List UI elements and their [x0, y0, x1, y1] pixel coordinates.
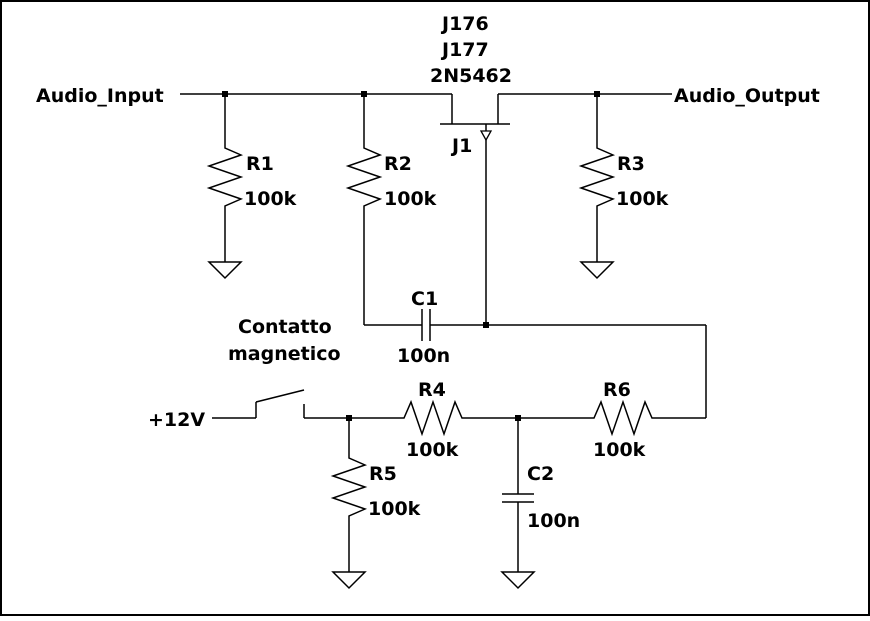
- jfet-part-label: 2N5462: [430, 65, 512, 87]
- junction-node: [483, 322, 489, 328]
- supply-label: +12V: [148, 409, 205, 431]
- ground-icon: [500, 571, 536, 590]
- jfet-part-label: J176: [440, 13, 489, 35]
- output-wire: [497, 93, 672, 115]
- output-label: Audio_Output: [674, 85, 820, 107]
- r6-ref: R6: [603, 379, 631, 401]
- switch-label-line2: magnetico: [228, 343, 341, 365]
- c1-value: 100n: [397, 345, 450, 367]
- ground-icon: [331, 571, 367, 590]
- input-label: Audio_Input: [36, 85, 164, 107]
- resistor-zigzag-icon: [400, 399, 590, 437]
- capacitor-icon: [502, 418, 534, 572]
- resistor-zigzag-icon: [206, 94, 244, 262]
- r1-value: 100k: [244, 188, 297, 210]
- r3-value: 100k: [616, 188, 669, 210]
- r5-ref: R5: [369, 463, 397, 485]
- r1-ref: R1: [246, 153, 274, 175]
- r2-value: 100k: [384, 188, 437, 210]
- jfet-icon: [440, 115, 510, 325]
- r5-value: 100k: [368, 498, 421, 520]
- switch-label-line1: Contatto: [238, 316, 332, 338]
- capacitor-icon: [421, 309, 706, 341]
- r3-ref: R3: [617, 153, 645, 175]
- resistor-zigzag-icon: [330, 418, 368, 572]
- r4-ref: R4: [418, 379, 446, 401]
- input-wire: [180, 93, 453, 115]
- ground-icon: [207, 261, 243, 280]
- switch-icon: [255, 389, 305, 418]
- resistor-zigzag-icon: [578, 94, 616, 262]
- resistor-zigzag-icon: [345, 94, 422, 326]
- jfet-part-label: J177: [440, 39, 489, 61]
- jfet-ref-label: J1: [450, 135, 472, 157]
- ground-icon: [579, 261, 615, 280]
- r2-ref: R2: [384, 153, 412, 175]
- r4-value: 100k: [406, 439, 459, 461]
- c1-ref: C1: [411, 288, 438, 310]
- resistor-zigzag-icon: [590, 399, 658, 437]
- c2-ref: C2: [527, 463, 554, 485]
- r6-value: 100k: [593, 439, 646, 461]
- c2-value: 100n: [527, 510, 580, 532]
